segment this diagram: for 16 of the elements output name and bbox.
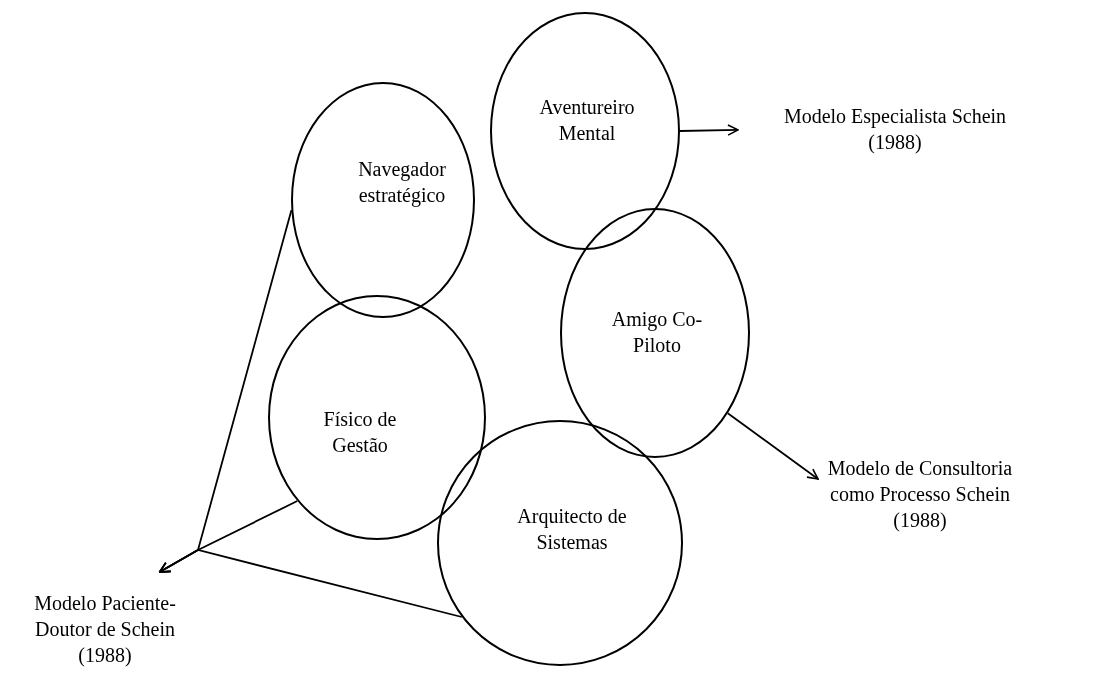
model-label: Modelo de Consultoria como Processo Schein (1988) — [826, 456, 1014, 533]
node-label: Amigo Co-Piloto — [610, 307, 704, 358]
arrow — [679, 124, 739, 136]
ellipse-node — [490, 12, 680, 250]
node-label: Físico de Gestão — [322, 407, 398, 458]
node-label: Arquitecto de Sistemas — [516, 504, 628, 555]
arrow — [158, 549, 463, 618]
model-label: Modelo Especialista Schein (1988) — [782, 104, 1008, 155]
node-label: Aventureiro Mental — [538, 95, 636, 146]
ellipse-node — [291, 82, 475, 318]
model-label: Modelo Paciente-Doutor de Schein (1988) — [33, 591, 177, 668]
arrow — [726, 412, 819, 480]
ellipse-node — [560, 208, 750, 458]
node-label: Navegador estratégico — [357, 157, 447, 208]
ellipse-node — [437, 420, 683, 666]
ellipse-node — [268, 295, 486, 540]
